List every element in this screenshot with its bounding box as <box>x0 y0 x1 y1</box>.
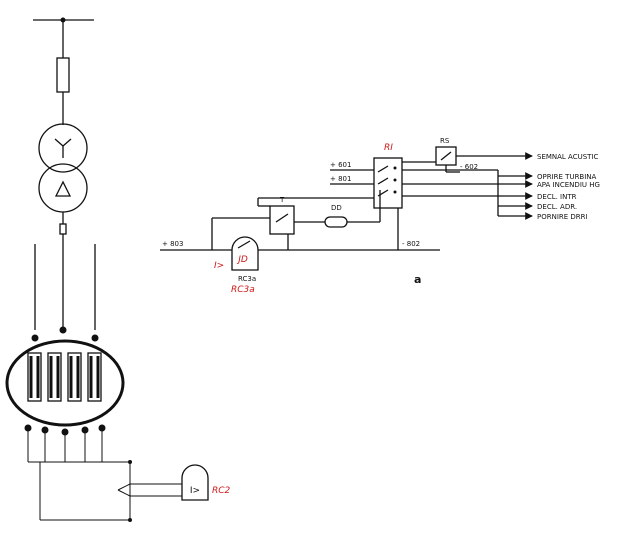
terminal-803: + 803 <box>162 240 183 248</box>
rs-contact <box>440 151 452 161</box>
t-label: T <box>279 196 285 204</box>
jd-contact <box>237 240 251 249</box>
jd-relay-symbol <box>231 236 259 271</box>
output-semnal-acustic: SEMNAL ACUSTIC <box>537 153 599 161</box>
output-apa-incendiu: APA INCENDIU HG <box>537 181 600 189</box>
t-contact <box>275 213 289 223</box>
dd-label: DD <box>331 204 342 212</box>
output-oprire-turbina: OPRIRE TURBINA <box>537 173 597 181</box>
terminal-602: - 602 <box>460 163 478 171</box>
transformer-secondary-winding <box>38 163 88 213</box>
rc2-current-symbol: I> <box>190 486 200 496</box>
generator-windings <box>27 352 102 402</box>
output-pornire-drri: PORNIRE DRRI <box>537 213 588 221</box>
output-decl-adr: DECL. ADR. <box>537 203 577 211</box>
generator-phase-lines <box>34 244 96 330</box>
jd-current-symbol: I> <box>214 261 224 271</box>
rc2-label: RC2 <box>212 486 231 496</box>
fuse-symbol <box>56 57 70 93</box>
ri-contacts <box>377 165 397 197</box>
figure-label: a <box>414 273 421 286</box>
terminal-802: - 802 <box>402 240 420 248</box>
ri-relay-box <box>373 157 403 209</box>
output-decl-intr: DECL. INTR <box>537 193 577 201</box>
rc2-relay-symbol <box>181 464 209 501</box>
transformer-primary-winding <box>38 123 88 173</box>
rc3a-label: RC3a <box>238 275 256 283</box>
rc3a-handwritten: RC3a <box>231 285 255 295</box>
output-wires <box>402 152 533 220</box>
dd-element <box>324 216 348 228</box>
generator-frame <box>5 339 125 427</box>
terminal-801: + 801 <box>330 175 351 183</box>
delta-symbol <box>54 180 72 197</box>
ri-label: RI <box>384 143 393 153</box>
rs-label: RS <box>440 137 450 145</box>
wye-symbol <box>54 138 72 158</box>
differential-wiring <box>27 428 182 522</box>
t-relay-box <box>269 205 295 235</box>
terminal-601: + 601 <box>330 161 351 169</box>
current-transformer <box>59 223 67 235</box>
jd-label: JD <box>236 255 248 265</box>
